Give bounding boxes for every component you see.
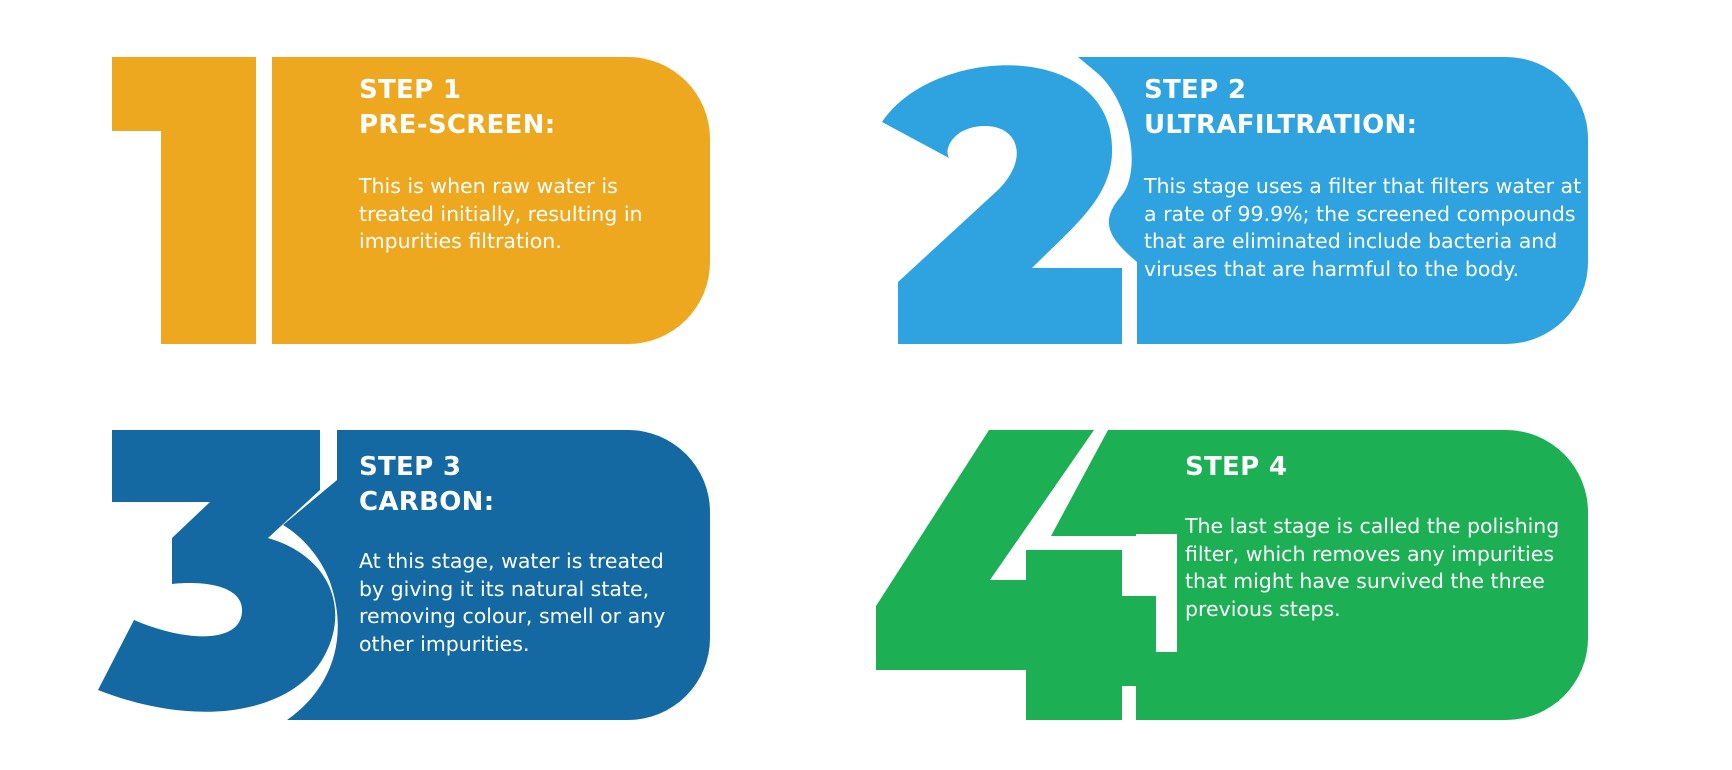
step-2-card: [882, 57, 1588, 345]
step-2-description: This stage uses a filter that filters wa…: [1144, 174, 1582, 281]
step-2-text: STEP 2 ULTRAFILTRATION: This stage uses …: [1144, 73, 1584, 283]
step-4-numeral: [876, 430, 1156, 720]
step-3-title-line-2: CARBON:: [359, 487, 495, 517]
step-1-title-line-2: PRE-SCREEN:: [359, 110, 556, 140]
step-3-description: At this stage, water is treated by givin…: [359, 549, 666, 656]
step-1-text: STEP 1 PRE-SCREEN: This is when raw wate…: [359, 73, 689, 256]
step-1-numeral: [112, 57, 256, 344]
step-2-title-line-1: STEP 2: [1144, 75, 1247, 105]
step-1-description: This is when raw water is treated initia…: [359, 174, 643, 253]
step-4-title-line-1: STEP 4: [1185, 452, 1288, 482]
step-2-card-body: [1078, 57, 1588, 344]
step-1-title-line-1: STEP 1: [359, 75, 462, 105]
step-1-card: [112, 57, 710, 344]
step-3-card: [98, 430, 710, 720]
step-4-card: [876, 430, 1588, 720]
step-2-numeral: [882, 65, 1122, 345]
step-4-card-body: [1051, 430, 1588, 720]
step-4-text: STEP 4 The last stage is called the poli…: [1185, 450, 1585, 623]
step-1-card-body: [272, 57, 710, 344]
step-3-numeral: [98, 430, 336, 712]
step-3-text: STEP 3 CARBON: At this stage, water is t…: [359, 450, 689, 658]
step-2-title-line-2: ULTRAFILTRATION:: [1144, 110, 1418, 140]
step-3-card-body: [283, 430, 710, 720]
step-3-title-line-1: STEP 3: [359, 452, 462, 482]
step-4-description: The last stage is called the polishing f…: [1185, 514, 1560, 621]
